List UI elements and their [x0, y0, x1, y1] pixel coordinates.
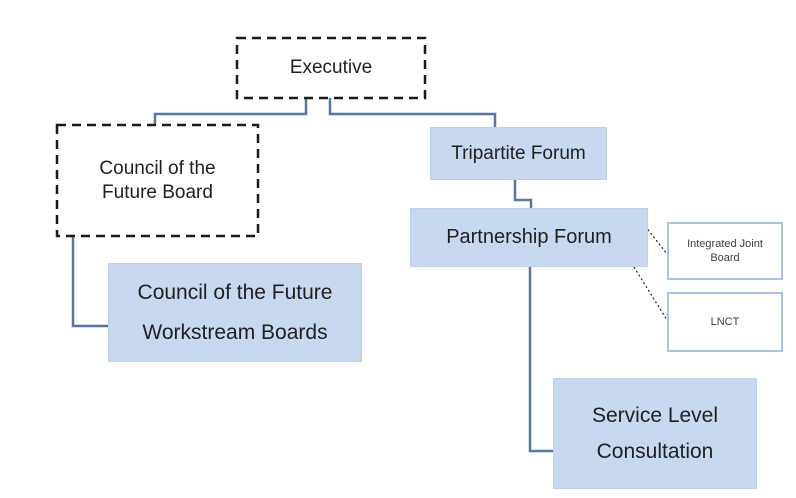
- node-service-level-consultation-label-line2: Consultation: [596, 439, 714, 463]
- council-future-board-dashed-outline: [55, 123, 260, 238]
- node-executive-label: Executive: [289, 57, 373, 78]
- node-workstream-boards-label-line1: Council of the Future: [137, 280, 333, 304]
- node-tripartite-forum: Tripartite Forum: [430, 127, 607, 180]
- node-partnership-forum-label: Partnership Forum: [446, 226, 612, 248]
- node-council-of-the-future-board-label-line2: Future Board: [102, 181, 213, 203]
- node-council-of-the-future-workstream-boards: Council of the Future Workstream Boards: [108, 263, 362, 362]
- node-integrated-joint-board: Integrated Joint Board: [667, 222, 783, 280]
- node-partnership-forum: Partnership Forum: [410, 208, 648, 267]
- edge-council-future-board-to-workstream-boards: [71, 236, 108, 328]
- node-lnct-label: LNCT: [710, 316, 740, 328]
- edge-executive-to-council-future-board: [153, 98, 308, 125]
- executive-dashed-outline: [235, 36, 427, 100]
- node-executive: Executive: [237, 38, 425, 98]
- node-council-of-the-future-board-label-line1: Council of the: [99, 157, 216, 179]
- node-workstream-boards-label-line2: Workstream Boards: [142, 320, 328, 344]
- node-service-level-consultation: Service Level Consultation: [553, 378, 757, 489]
- edge-tripartite-forum-to-partnership-forum: [513, 180, 533, 209]
- node-integrated-joint-board-label-line2: Board: [710, 252, 740, 264]
- node-service-level-consultation-label-line1: Service Level: [591, 403, 719, 427]
- edge-partnership-forum-to-service-level-consultation: [528, 267, 553, 453]
- node-council-of-the-future-board: Council of the Future Board: [57, 125, 258, 236]
- edge-executive-to-tripartite-forum: [328, 98, 497, 127]
- node-integrated-joint-board-label-line1: Integrated Joint: [687, 238, 763, 250]
- edge-partnership-forum-to-integrated-joint-board: [644, 225, 668, 255]
- node-lnct: LNCT: [667, 292, 783, 352]
- node-tripartite-forum-label: Tripartite Forum: [451, 142, 586, 164]
- edge-partnership-forum-to-lnct: [633, 266, 668, 321]
